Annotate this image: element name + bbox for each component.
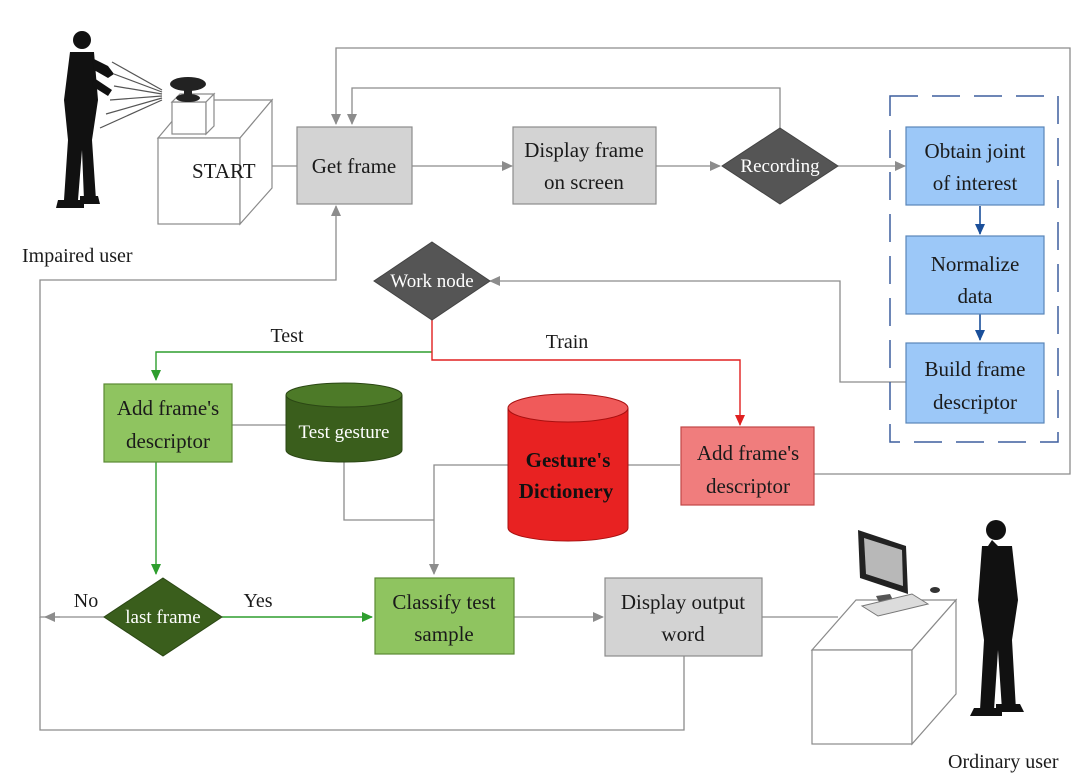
signal-lines xyxy=(99,61,163,129)
obtain-joint-node: Obtain joint of interest xyxy=(905,126,1045,206)
add-descriptor-test-label-2: descriptor xyxy=(126,429,210,453)
start-label: START xyxy=(192,159,256,183)
add-descriptor-train-label-2: descriptor xyxy=(706,474,790,498)
add-descriptor-train-label-1: Add frame's xyxy=(697,441,799,465)
classify-node: Classify test sample xyxy=(374,577,515,655)
train-edge-label: Train xyxy=(546,331,589,353)
classify-label-1: Classify test xyxy=(392,590,495,614)
test-gesture-database: Test gesture xyxy=(285,382,403,463)
connectors-green xyxy=(151,351,432,622)
ordinary-user-silhouette xyxy=(970,520,1024,716)
display-frame-label-2: on screen xyxy=(544,170,624,194)
display-output-label-2: word xyxy=(661,622,705,646)
impaired-user-silhouette xyxy=(56,31,114,208)
add-descriptor-train-node: Add frame's descriptor xyxy=(680,426,815,506)
classify-label-2: sample xyxy=(414,622,473,646)
monitor-desk xyxy=(810,598,958,746)
display-output-node: Display output word xyxy=(604,577,763,657)
computer-monitor-icon xyxy=(858,530,940,617)
yes-edge-label: Yes xyxy=(243,590,272,612)
recording-label: Recording xyxy=(740,156,820,177)
test-edge-label: Test xyxy=(270,325,303,347)
sensor-desk xyxy=(156,92,274,226)
display-output-label-1: Display output xyxy=(621,590,745,614)
build-descriptor-node: Build frame descriptor xyxy=(905,342,1045,424)
normalize-label-1: Normalize xyxy=(931,252,1020,276)
add-descriptor-test-label-1: Add frame's xyxy=(117,396,219,420)
recording-decision: Recording xyxy=(721,127,839,205)
gesture-dictionary-label-2: Dictionery xyxy=(519,479,614,503)
gesture-dictionary-label-1: Gesture's xyxy=(526,448,611,472)
work-node-label: Work node xyxy=(390,271,473,292)
build-descriptor-label-1: Build frame xyxy=(925,357,1026,381)
work-node-decision: Work node xyxy=(373,241,491,321)
normalize-label-2: data xyxy=(958,284,994,308)
get-frame-label: Get frame xyxy=(312,154,397,178)
last-frame-label: last frame xyxy=(125,607,200,628)
impaired-user-label: Impaired user xyxy=(22,245,133,267)
connectors-red xyxy=(431,320,745,426)
display-frame-label-1: Display frame xyxy=(524,138,644,162)
last-frame-decision: last frame xyxy=(103,577,223,657)
test-gesture-label: Test gesture xyxy=(298,422,389,443)
processing-group-border xyxy=(889,95,1059,443)
obtain-joint-label-1: Obtain joint xyxy=(925,139,1026,163)
build-descriptor-label-2: descriptor xyxy=(933,390,1017,414)
gesture-dictionary-database: Gesture's Dictionery xyxy=(507,393,629,542)
ordinary-user-label: Ordinary user xyxy=(948,751,1059,773)
no-edge-label: No xyxy=(74,590,98,612)
get-frame-node: Get frame xyxy=(296,126,413,205)
add-descriptor-test-node: Add frame's descriptor xyxy=(103,383,233,463)
kinect-sensor-icon xyxy=(170,77,206,102)
normalize-node: Normalize data xyxy=(905,235,1045,315)
obtain-joint-label-2: of interest xyxy=(933,171,1018,195)
connectors-gray xyxy=(39,47,1071,731)
display-frame-node: Display frame on screen xyxy=(512,126,657,205)
